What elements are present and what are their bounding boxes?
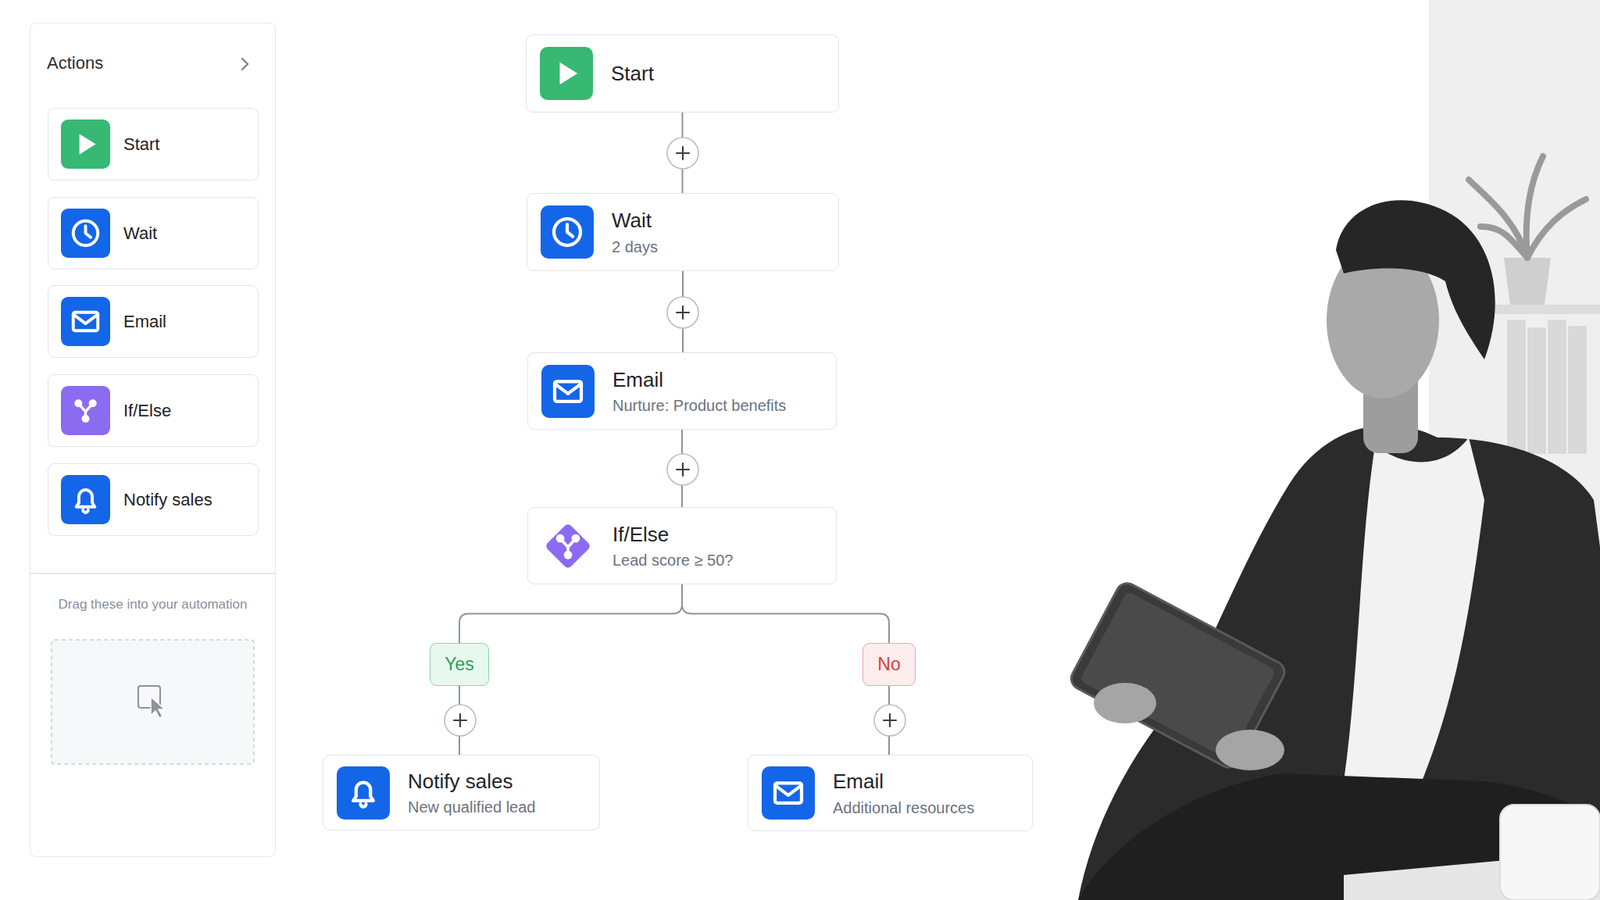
play-icon [60,119,111,169]
mail-icon [60,296,111,347]
step-title: Start [123,133,160,156]
clock-icon [540,205,594,259]
shelf [1484,304,1600,315]
clock-icon [60,208,111,258]
step-detail: 2 days [611,237,658,257]
mail-icon [761,766,815,820]
action-item: Start [47,107,259,181]
plus-sign [453,146,897,727]
step-title: Wait [611,207,658,234]
branch-label-pill: No [862,642,916,686]
branch-icon [541,519,595,573]
panel-heading: Actions [46,53,104,74]
action-item: Notify sales [47,463,259,536]
branch-label: No [877,653,900,675]
mail-icon [541,364,595,418]
branch-label-pill: Yes [429,642,490,686]
step-title: Notify sales [407,768,536,795]
binders [1507,320,1586,454]
drop-zone [50,639,256,766]
step-title: Email [832,768,975,795]
step-title: Email [612,367,786,393]
branch-label: Yes [444,653,475,675]
person [1067,200,1600,900]
flow-connector [459,584,683,643]
step-detail: Additional resources [832,798,975,818]
action-item: If/Else [47,374,259,447]
actions-panel: ActionsDrag these into your automation St… [29,22,276,858]
step-title: If/Else [612,521,733,548]
bell-icon [60,475,111,525]
chevron-icon [236,54,253,74]
step-title: Notify sales [123,489,213,511]
step-title: If/Else [123,400,172,422]
workflow-step: Start [525,34,840,113]
workflow-step: Notify salesNew qualified lead [322,754,600,831]
workflow-step: If/ElseLead score ≥ 50? [527,507,837,585]
flow-connector [682,584,890,643]
panel-hint: Drag these into your automation [30,596,275,613]
action-item: Wait [47,196,259,270]
step-title: Wait [123,222,158,245]
step-title: Email [123,310,167,333]
step-title: Start [610,60,654,87]
step-detail: Nurture: Product benefits [612,396,786,415]
workflow-step: Wait 2 days [526,192,840,272]
workflow-step: EmailAdditional resources [747,754,1033,832]
step-detail: New qualified lead [407,797,536,817]
action-item: Email [47,285,259,358]
workflow-step: EmailNurture: Product benefits [527,352,837,430]
step-detail: Lead score ≥ 50? [612,550,733,570]
play-icon [539,46,593,100]
bell-icon [336,766,390,820]
plus-circle [444,137,906,736]
panel-divider [30,572,275,575]
branch-icon [60,385,111,436]
desk-mug [1343,804,1600,900]
